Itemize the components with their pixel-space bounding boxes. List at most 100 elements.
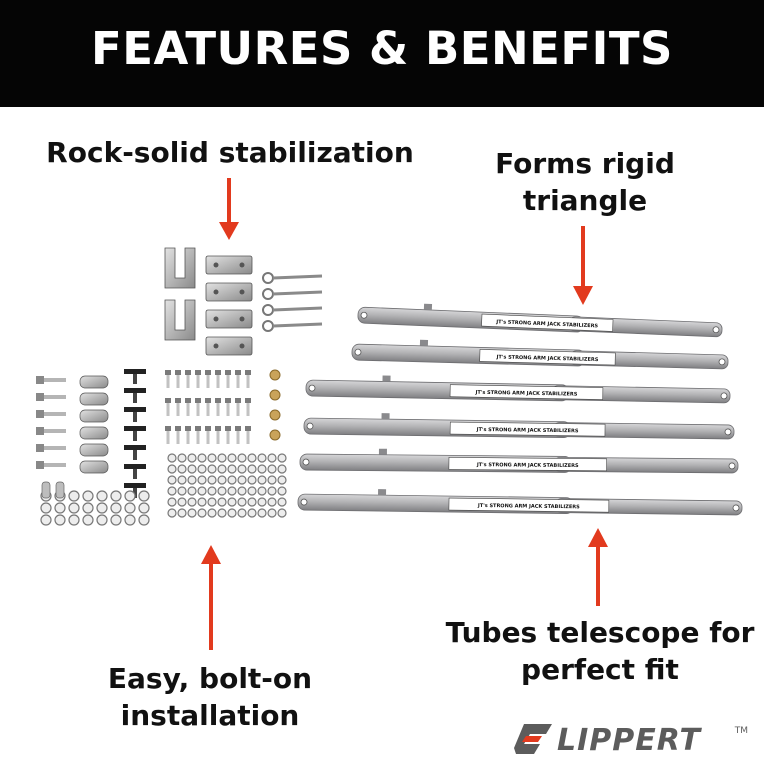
callout-stabilization: Rock-solid stabilization <box>46 136 414 169</box>
short-bolt <box>195 426 201 431</box>
tube-sticker <box>448 457 607 472</box>
short-bolt <box>235 370 241 375</box>
t-bolt <box>124 464 146 479</box>
washer <box>187 464 197 474</box>
brass-nut <box>269 409 281 421</box>
bolt-hole <box>354 348 362 356</box>
washer <box>237 453 247 463</box>
short-bolt <box>166 375 170 388</box>
lock-pin <box>423 303 433 311</box>
hex-bolt <box>36 427 66 435</box>
washer <box>167 486 177 496</box>
short-bolt <box>205 398 211 403</box>
tube-sticker-label: JT's STRONG ARM JACK STABILIZERS <box>476 427 579 434</box>
short-bolt <box>186 431 190 444</box>
callout-telescope: Tubes telescope for perfect fit <box>445 616 755 686</box>
short-bolt <box>165 398 171 403</box>
washer <box>227 475 237 485</box>
washer <box>277 464 287 474</box>
washer <box>277 475 287 485</box>
bolt-hole <box>718 358 726 366</box>
hex-bolt <box>36 393 66 401</box>
short-bolt <box>245 370 251 375</box>
washer <box>68 514 80 526</box>
mounting-plate <box>205 255 253 275</box>
washer <box>267 464 277 474</box>
tube-sticker <box>448 497 610 513</box>
washer <box>54 502 66 514</box>
washer <box>187 475 197 485</box>
brass-nut <box>269 389 281 401</box>
t-bolt <box>124 369 146 384</box>
tube-set: JT's STRONG ARM JACK STABILIZERS JT's STR… <box>297 303 743 516</box>
brass-nut <box>269 369 281 381</box>
short-bolt <box>175 370 181 375</box>
t-bolt <box>124 388 146 403</box>
short-bolt <box>226 375 230 388</box>
washer <box>237 486 247 496</box>
washer <box>277 486 287 496</box>
short-bolt <box>176 431 180 444</box>
washer <box>217 475 227 485</box>
page-title: FEATURES & BENEFITS <box>91 22 673 75</box>
washer <box>247 508 257 518</box>
strap-plate <box>79 460 109 474</box>
short-bolt <box>225 426 231 431</box>
washer <box>267 486 277 496</box>
washer <box>197 508 207 518</box>
short-bolt <box>216 403 220 416</box>
washer <box>207 453 217 463</box>
short-bolt <box>196 431 200 444</box>
short-bolt <box>176 403 180 416</box>
t-bolt <box>124 445 146 460</box>
bolt-hole <box>712 326 720 334</box>
short-bolt <box>216 431 220 444</box>
lock-pin <box>378 489 387 496</box>
strap-plate <box>79 392 109 406</box>
washer <box>247 464 257 474</box>
bolt-hole <box>720 392 728 400</box>
short-bolt <box>175 398 181 403</box>
short-bolt <box>176 375 180 388</box>
short-bolt <box>225 398 231 403</box>
eye-bolt <box>262 288 323 300</box>
washer <box>237 497 247 507</box>
washer <box>257 475 267 485</box>
washer <box>167 464 177 474</box>
mounting-plate <box>205 282 253 302</box>
washer <box>237 508 247 518</box>
washer <box>277 497 287 507</box>
washer <box>96 514 108 526</box>
hex-bolt <box>36 461 66 469</box>
short-bolt <box>215 398 221 403</box>
short-bolt <box>206 375 210 388</box>
washer <box>257 486 267 496</box>
short-bolt <box>215 426 221 431</box>
tube: JT's STRONG ARM JACK STABILIZERS <box>357 303 723 338</box>
washer <box>217 453 227 463</box>
hex-bolt <box>36 444 66 452</box>
bolt-hole <box>306 422 314 430</box>
t-bolt <box>124 407 146 422</box>
washer <box>177 497 187 507</box>
washer <box>177 486 187 496</box>
washer <box>68 490 80 502</box>
short-bolt <box>165 370 171 375</box>
washer <box>257 497 267 507</box>
washer <box>197 486 207 496</box>
eye-bolt <box>262 304 323 316</box>
washer <box>96 490 108 502</box>
lock-pin <box>378 448 387 455</box>
washer <box>237 475 247 485</box>
washer <box>217 508 227 518</box>
lippert-logo-icon <box>514 724 552 754</box>
tube-sticker <box>449 384 604 400</box>
washer <box>267 497 277 507</box>
clevis-pin <box>55 481 65 499</box>
tube-sticker-label: JT's STRONG ARM JACK STABILIZERS <box>495 319 598 329</box>
hex-bolt <box>36 376 66 384</box>
washer <box>124 502 136 514</box>
short-bolt <box>225 370 231 375</box>
tube-sticker <box>479 349 616 366</box>
